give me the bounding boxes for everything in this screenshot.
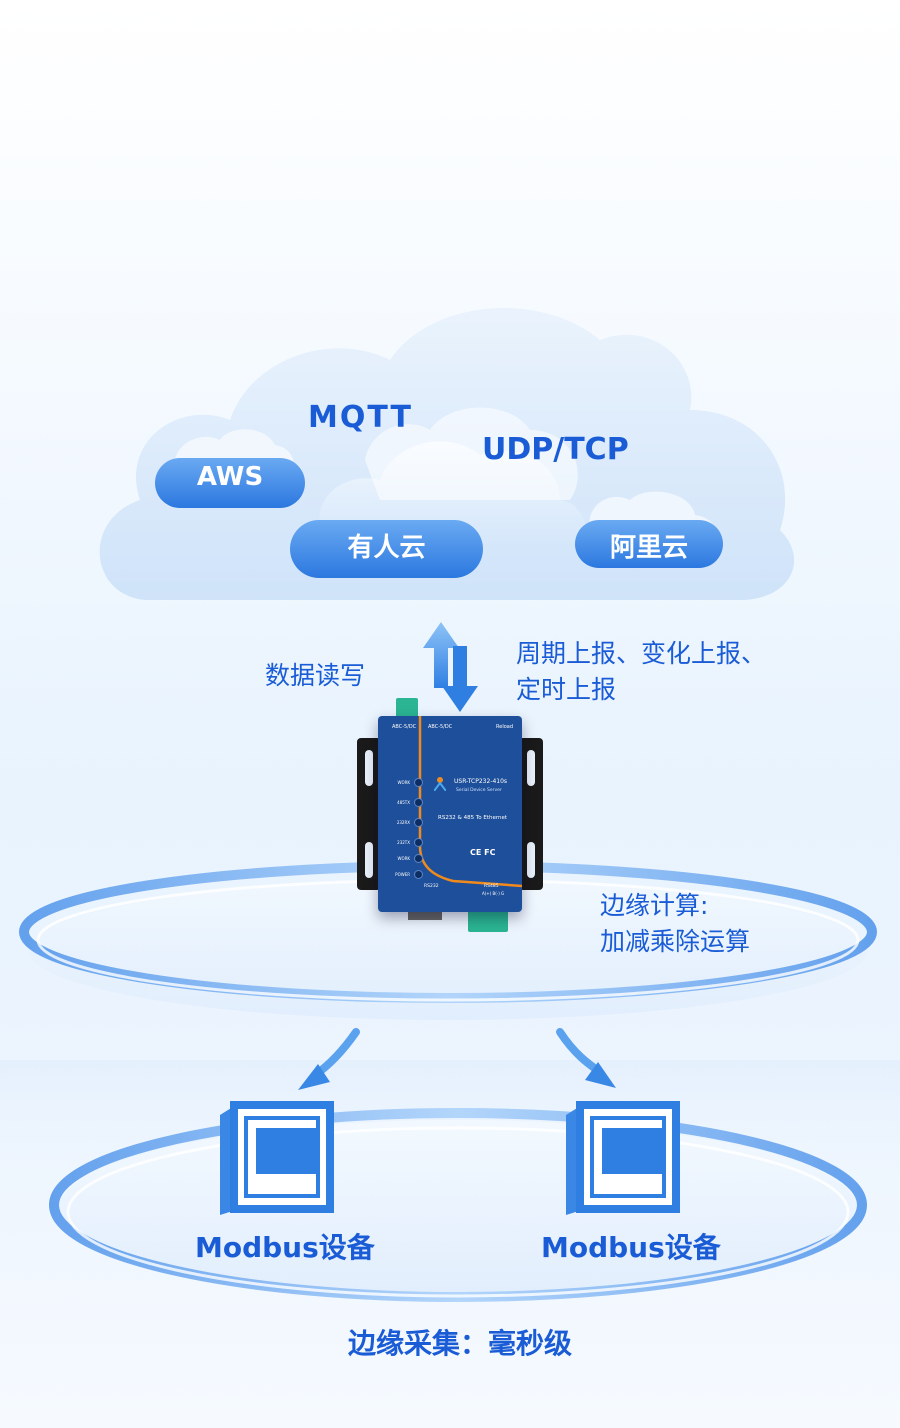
- port-label-power: ABC-5/DC: [392, 724, 417, 730]
- rs485-label: RS485: [484, 884, 499, 889]
- modbus-device-icon-left: [220, 1101, 334, 1215]
- report-label-line1: 周期上报、变化上报、: [516, 639, 767, 668]
- youren-cloud-label: 有人云: [347, 533, 426, 563]
- led-indicator: [414, 838, 423, 847]
- aws-label: AWS: [196, 462, 264, 492]
- aliyun-label: 阿里云: [609, 533, 688, 563]
- device-orange-stripe: [418, 716, 522, 888]
- mount-ear-right: [519, 738, 543, 890]
- port-label-mid: ABC-5/DC: [428, 724, 453, 730]
- led-label: WORK: [397, 856, 410, 861]
- led-label: 232TX: [397, 840, 410, 845]
- cert-marks: CE FC: [470, 848, 496, 857]
- rs232-label: RS232: [424, 884, 439, 889]
- mount-ear-left: [357, 738, 381, 890]
- device-description: RS232 & 485 To Ethernet: [438, 815, 508, 821]
- led-indicator: [414, 870, 423, 879]
- bidirectional-arrow-icon: [423, 622, 478, 712]
- led-indicator: [414, 818, 423, 827]
- device-subtitle: Serial Device Server: [456, 788, 502, 793]
- data-read-write-label: 数据读写: [265, 661, 366, 690]
- inner-cloud-2: [365, 407, 578, 500]
- power-terminal: [396, 698, 418, 718]
- led-label: 232RX: [396, 820, 410, 825]
- edge-compute-line2: 加减乘除运算: [600, 927, 751, 956]
- modbus-device-label-left: Modbus设备: [195, 1231, 375, 1264]
- aws-pill: [155, 458, 305, 508]
- device-model: USR-TCP232-410s: [454, 778, 508, 785]
- udp-tcp-label: UDP/TCP: [482, 432, 629, 467]
- led-indicator: [414, 854, 423, 863]
- edge-compute-line1: 边缘计算:: [600, 891, 709, 920]
- youren-cloud-pill: [290, 520, 483, 578]
- rs485-pins: A(+) B(-) G: [482, 891, 505, 896]
- led-label: 485TX: [397, 800, 410, 805]
- led-label: WORK: [397, 780, 410, 785]
- port-label-reload: Reload: [496, 724, 514, 730]
- modbus-device-icon-right: [566, 1101, 680, 1215]
- aliyun-pill: [575, 520, 723, 568]
- led-indicator: [414, 798, 423, 807]
- mqtt-label: MQTT: [308, 400, 413, 435]
- rs485-terminal: [468, 908, 508, 932]
- report-label-line2: 定时上报: [516, 675, 617, 704]
- led-indicator: [414, 778, 423, 787]
- edge-collect-label: 边缘采集：毫秒级: [347, 1327, 572, 1360]
- led-label: POWER: [395, 872, 410, 877]
- brand-logo-icon: [433, 776, 447, 792]
- modbus-device-label-right: Modbus设备: [541, 1231, 721, 1264]
- edge-collect-platform: [49, 1108, 867, 1302]
- device-body: ABC-5/DC ABC-5/DC Reload WORK 485TX 232R…: [378, 716, 522, 912]
